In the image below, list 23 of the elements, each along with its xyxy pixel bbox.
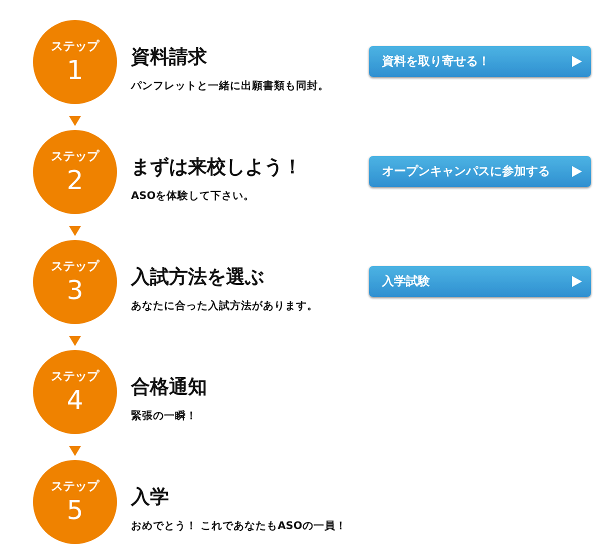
- step-description: パンフレットと一緒に出願書類も同封。: [131, 79, 329, 93]
- step-number: 1: [66, 56, 84, 86]
- link-button: オープンキャンパスに参加する: [369, 156, 591, 187]
- step-title: 入学: [131, 485, 169, 510]
- step-label: ステップ: [50, 258, 100, 275]
- step-label: ステップ: [50, 148, 100, 165]
- step-title: 入試方法を選ぶ: [131, 265, 264, 290]
- step-label: ステップ: [50, 38, 100, 55]
- step-description: 緊張の一瞬！: [131, 409, 197, 423]
- step-title: まずは来校しよう！: [131, 155, 302, 180]
- step-number: 2: [66, 166, 84, 196]
- step-title: 合格通知: [131, 375, 207, 400]
- step-number: 3: [66, 276, 84, 306]
- step-description: ASOを体験して下さい。: [131, 189, 255, 203]
- link-button: 資料を取り寄せる！: [369, 46, 591, 77]
- step-number: 4: [66, 386, 84, 416]
- step-label: ステップ: [50, 368, 100, 385]
- link-button: 入学試験: [369, 266, 591, 297]
- step-number: 5: [66, 496, 84, 526]
- step-title: 資料請求: [131, 45, 207, 70]
- step-description: あなたに合った入試方法があります。: [131, 299, 318, 313]
- step-label: ステップ: [50, 478, 100, 495]
- step-description: おめでとう！ これであなたもASOの一員！: [131, 519, 346, 533]
